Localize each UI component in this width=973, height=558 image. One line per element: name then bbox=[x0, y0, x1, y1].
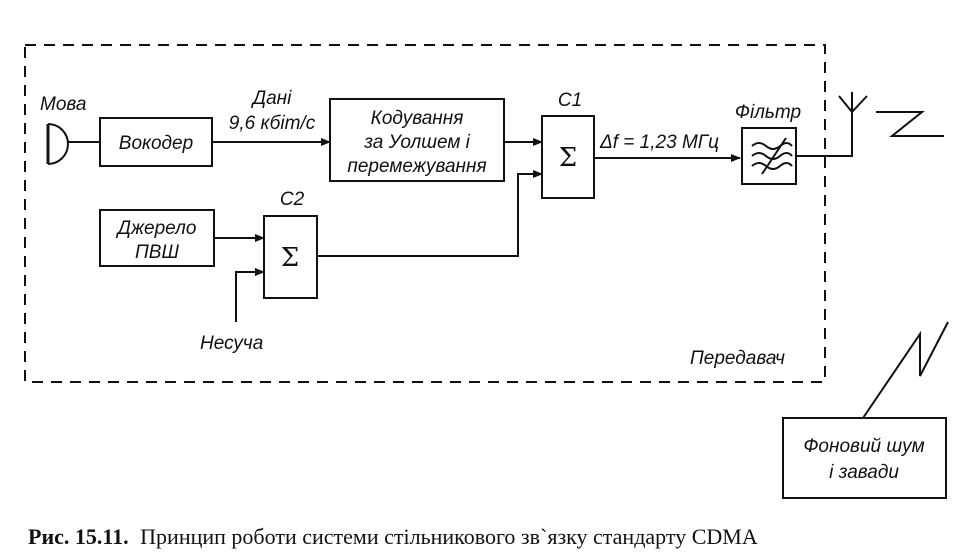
carrier-to-c2-arrow bbox=[235, 268, 265, 322]
noise-label-1: Фоновий шум bbox=[803, 436, 924, 457]
c1-sum-symbol: Σ bbox=[559, 143, 577, 173]
vocoder-block bbox=[99, 117, 213, 167]
figure-caption: Рис. 15.11. Принцип роботи системи стіль… bbox=[28, 524, 758, 549]
figure-number: Рис. 15.11. bbox=[28, 524, 129, 549]
c1-label: C1 bbox=[558, 90, 582, 111]
coding-label-1: Кодування bbox=[371, 108, 464, 129]
data-rate-label-1: Дані bbox=[251, 88, 292, 109]
filter-block bbox=[741, 127, 797, 185]
walsh-coding-block bbox=[329, 98, 505, 182]
bandwidth-label: Δf = 1,23 МГц bbox=[599, 132, 719, 153]
pn-source-label-1: Джерело bbox=[116, 218, 197, 239]
vocoder-label: Вокодер bbox=[119, 133, 193, 154]
figure-caption-text: Принцип роботи системи стільникового зв`… bbox=[140, 524, 758, 549]
transmitter-label: Передавач bbox=[690, 348, 785, 369]
pn-source-label-2: ПВШ bbox=[135, 242, 179, 263]
c2-sum-symbol: Σ bbox=[281, 243, 299, 273]
noise-block bbox=[782, 417, 947, 499]
microphone-icon bbox=[46, 123, 69, 165]
filter-to-antenna-line bbox=[796, 112, 853, 157]
carrier-label: Несуча bbox=[200, 333, 263, 354]
coding-label-2: за Уолшем і bbox=[363, 132, 470, 153]
data-rate-label-2: 9,6 кбіт/с bbox=[229, 113, 316, 134]
filter-label: Фільтр bbox=[735, 102, 801, 123]
c2-to-c1-arrow bbox=[317, 170, 543, 257]
antenna-icon bbox=[838, 92, 868, 113]
noise-label-2: і завади bbox=[829, 462, 899, 483]
filter-symbol-icon bbox=[751, 137, 793, 175]
radio-wave-icon bbox=[876, 111, 944, 137]
interference-zigzag bbox=[862, 321, 949, 419]
c2-label: C2 bbox=[280, 189, 305, 210]
coding-label-3: перемежування bbox=[347, 156, 486, 177]
mic-label: Мова bbox=[40, 94, 86, 115]
c2-summer-block bbox=[263, 215, 318, 299]
transmitter-boundary bbox=[24, 44, 826, 383]
pn-source-block bbox=[99, 209, 215, 267]
